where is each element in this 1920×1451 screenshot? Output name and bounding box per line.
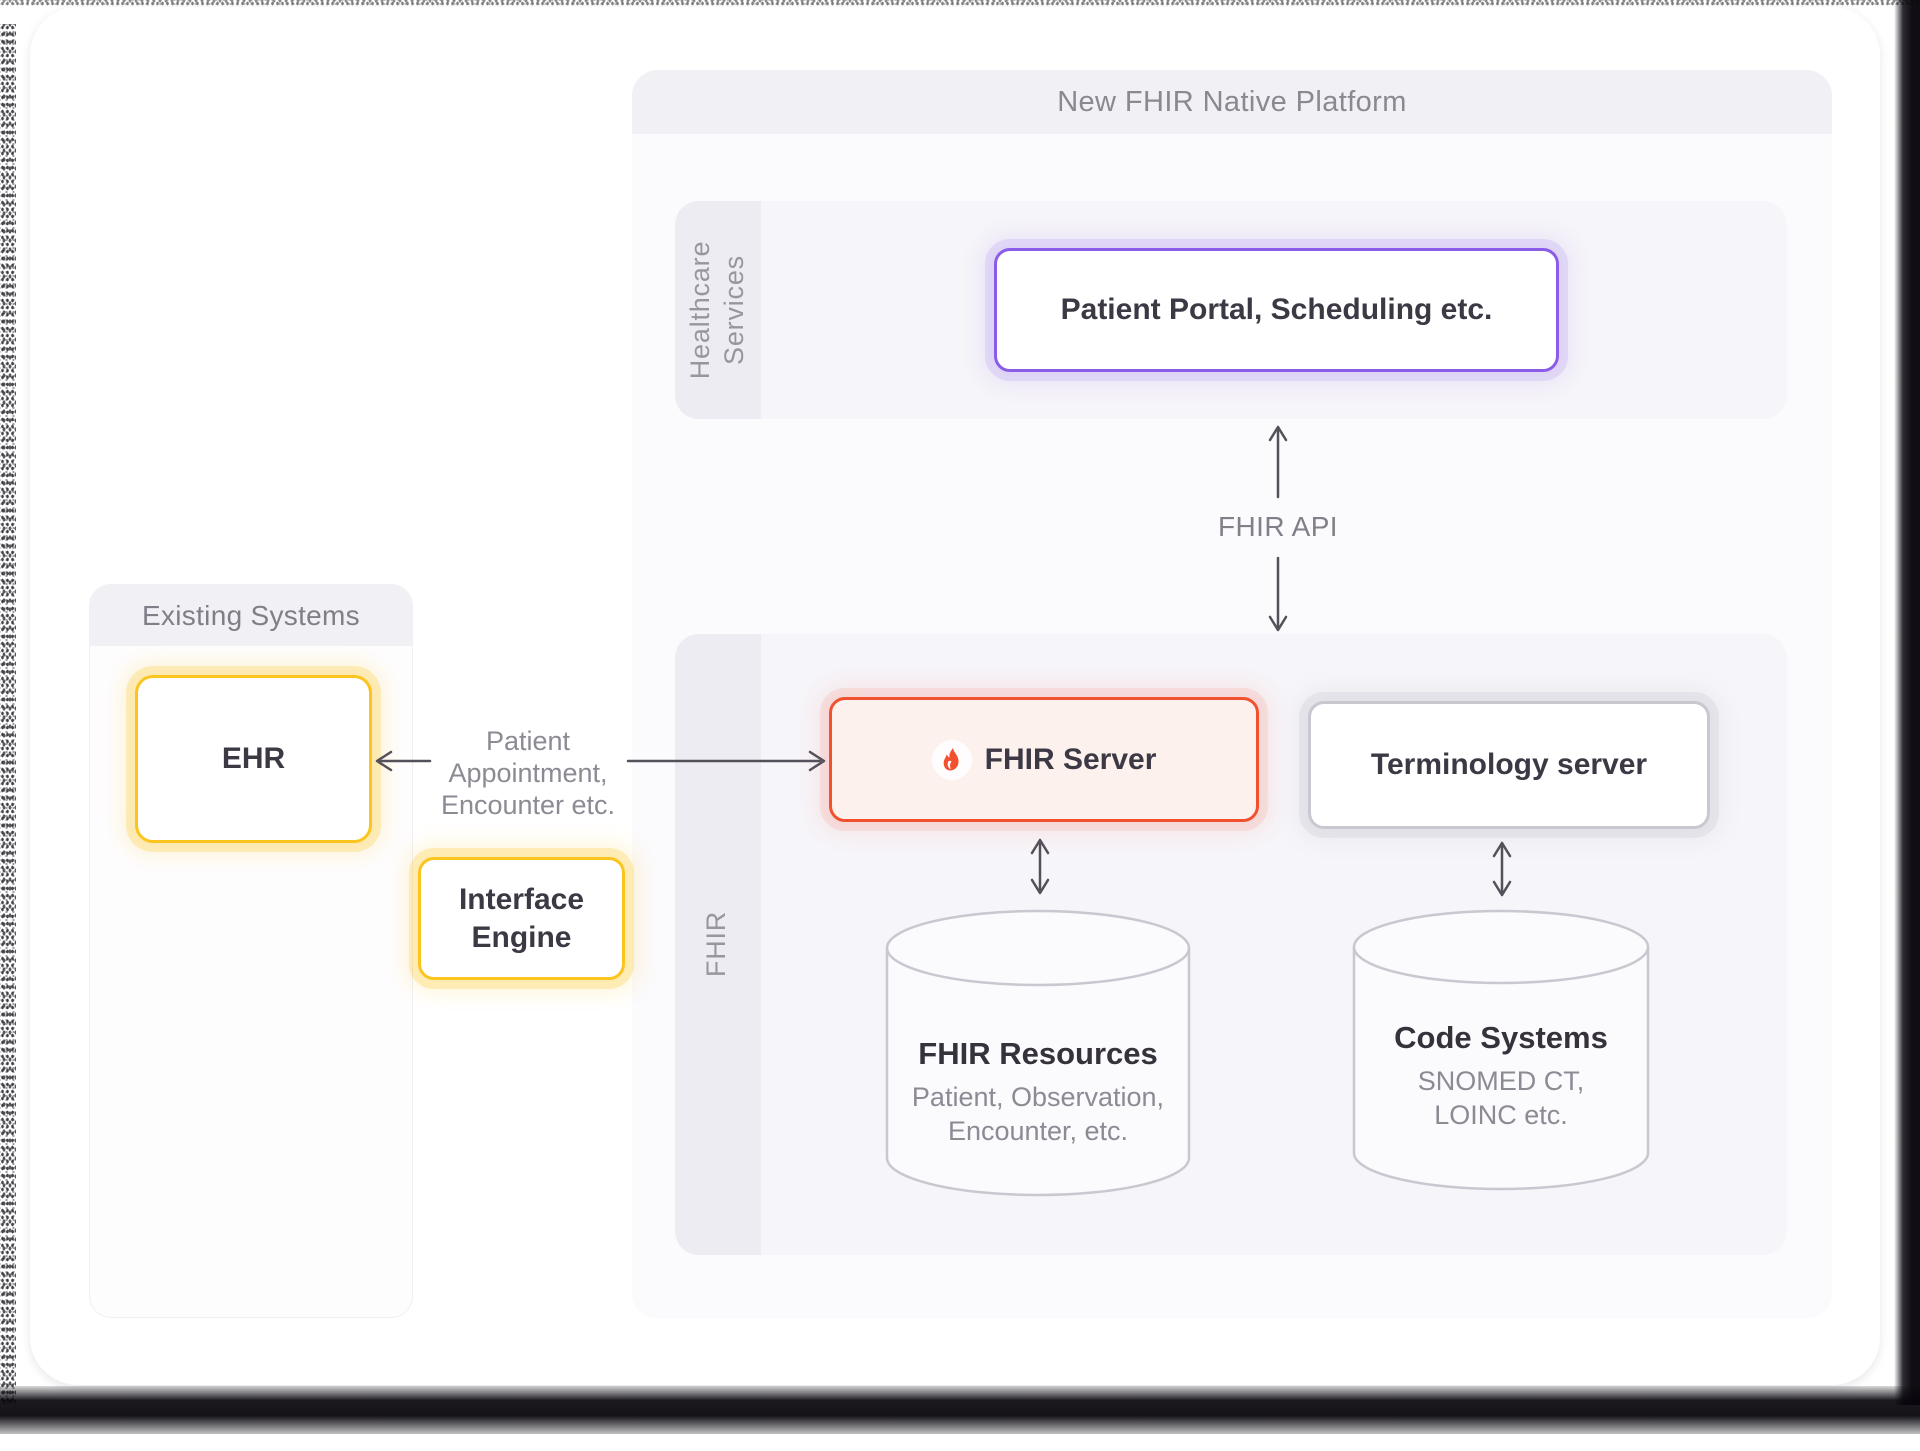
fhir-resources-database: FHIR Resources Patient, Observation, Enc…	[884, 908, 1192, 1200]
interface-engine-label-line2: Engine	[471, 920, 572, 954]
ehr-label: EHR	[221, 742, 286, 775]
cylinder-shape	[885, 909, 1191, 1197]
existing-systems-title: Existing Systems	[142, 599, 360, 631]
code-systems-title: Code Systems	[1394, 1020, 1608, 1055]
terminology-server-node: Terminology server	[1308, 701, 1710, 829]
healthcare-services-strip	[675, 201, 761, 419]
patient-portal-label: Patient Portal, Scheduling etc.	[1060, 293, 1493, 326]
code-systems-subtitle: SNOMED CT, LOINC etc.	[1417, 1066, 1585, 1130]
ehr-connection-label: Patient Appointment, Encounter etc.	[440, 726, 616, 820]
terminology-server-label: Terminology server	[1370, 748, 1648, 781]
fhir-side-label: FHIR	[701, 910, 731, 978]
interface-engine-node: Interface Engine	[418, 857, 625, 980]
fhir-server-node: FHIR Server	[829, 697, 1259, 822]
patient-portal-node: Patient Portal, Scheduling etc.	[994, 248, 1559, 372]
code-systems-database: Code Systems SNOMED CT, LOINC etc.	[1351, 908, 1651, 1194]
fhir-section-strip	[675, 634, 761, 1255]
fhir-resources-title: FHIR Resources	[918, 1036, 1158, 1071]
existing-systems-header: Existing Systems	[90, 585, 412, 646]
platform-header: New FHIR Native Platform	[632, 70, 1832, 134]
interface-engine-label-line1: Interface	[458, 882, 585, 916]
flame-icon	[931, 739, 972, 780]
edge-noise-left	[0, 24, 16, 1404]
cylinder-shape	[1352, 909, 1650, 1191]
edge-noise-bottom	[0, 1386, 1920, 1434]
fhir-resources-subtitle: Patient, Observation, Encounter, etc.	[911, 1082, 1165, 1146]
ehr-node: EHR	[135, 675, 372, 843]
edge-noise-right	[1894, 0, 1920, 1405]
fhir-api-label: FHIR API	[1218, 511, 1338, 542]
healthcare-services-side-label: Healthcare Services	[685, 240, 749, 380]
edge-noise-top	[0, 0, 1920, 7]
platform-title: New FHIR Native Platform	[1057, 85, 1407, 118]
fhir-server-label: FHIR Server	[984, 742, 1157, 776]
